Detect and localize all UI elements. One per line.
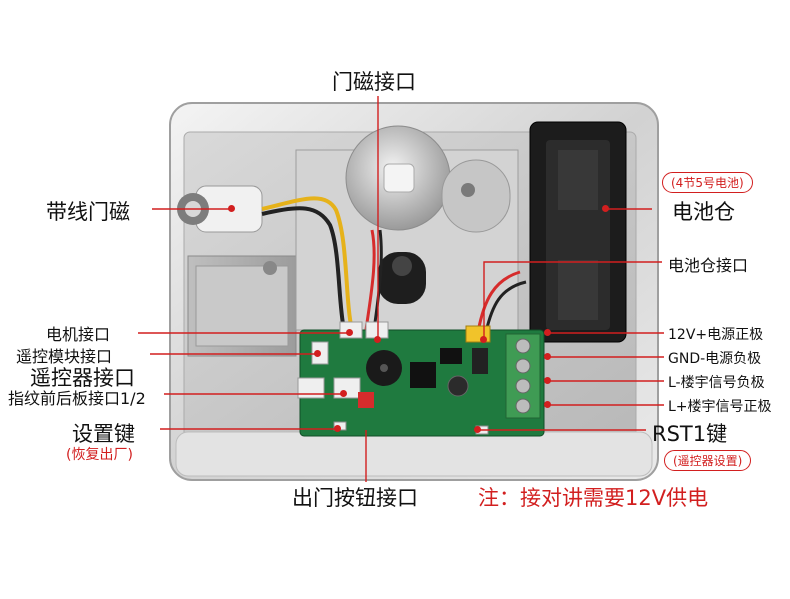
label-power-negative: GND-电源负极	[668, 351, 762, 367]
label-settings-key: 设置键	[72, 422, 135, 446]
marker-dot	[374, 336, 381, 343]
marker-dot	[474, 426, 481, 433]
marker-dot	[544, 329, 551, 336]
label-fingerprint-panel-port: 指纹前后板接口1/2	[8, 389, 146, 408]
marker-dot	[480, 336, 487, 343]
remote-setting-badge: (遥控器设置)	[664, 450, 752, 471]
marker-dot	[544, 353, 551, 360]
label-remote-port: 遥控器接口	[30, 366, 135, 390]
label-intercom-positive: L+楼宇信号正极	[668, 399, 772, 415]
marker-dot	[346, 329, 353, 336]
label-motor-port: 电机接口	[46, 325, 111, 344]
label-wired-door-sensor: 带线门磁	[46, 200, 130, 224]
label-battery-box-port: 电池仓接口	[668, 256, 749, 275]
marker-dot	[314, 350, 321, 357]
label-power-positive: 12V+电源正极	[668, 327, 764, 343]
label-factory-reset: (恢复出厂)	[66, 447, 133, 463]
marker-dot	[602, 205, 609, 212]
label-rst1-key: RST1键	[652, 422, 728, 446]
label-exit-button-port: 出门按钮接口	[292, 486, 418, 510]
marker-dot	[340, 390, 347, 397]
battery-note-badge: (4节5号电池)	[662, 172, 753, 193]
label-battery-box: 电池仓	[672, 200, 735, 224]
marker-dot	[334, 425, 341, 432]
marker-dot	[544, 377, 551, 384]
label-intercom-negative: L-楼宇信号负极	[668, 375, 765, 391]
label-remote-module-port: 遥控模块接口	[16, 347, 113, 366]
marker-dot	[228, 205, 235, 212]
marker-dot	[544, 401, 551, 408]
label-door-sensor-port: 门磁接口	[332, 70, 416, 94]
label-bottom-note: 注：接对讲需要12V供电	[478, 486, 709, 510]
cam	[378, 252, 426, 304]
